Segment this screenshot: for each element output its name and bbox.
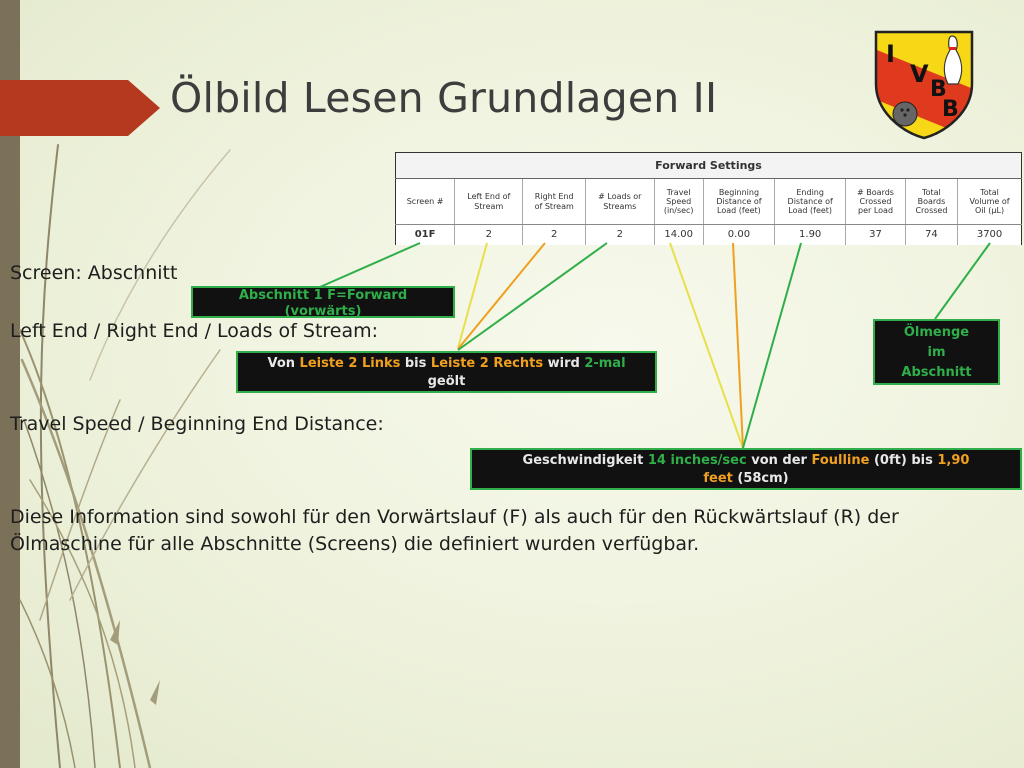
table-cell: 74 xyxy=(904,224,958,245)
table-cell: 3700 xyxy=(957,224,1022,245)
slide-title: Ölbild Lesen Grundlagen II xyxy=(170,74,718,122)
callout-geschwindigkeit: Geschwindigkeit 14 inches/sec von der Fo… xyxy=(470,448,1022,490)
table-cell: 2 xyxy=(585,224,655,245)
left-accent-bar xyxy=(0,0,20,768)
callout-abschnitt: Abschnitt 1 F=Forward (vorwärts) xyxy=(191,286,455,318)
table-cell: 01F xyxy=(394,224,455,245)
table-cell: 14.00 xyxy=(653,224,704,245)
table-cell: 1.90 xyxy=(774,224,846,245)
title-arrow-shape xyxy=(0,80,160,136)
svg-text:I: I xyxy=(886,40,895,68)
ivbb-logo: I V B B xyxy=(874,30,974,140)
table-cell: 0.00 xyxy=(702,224,775,245)
table-cell: 2 xyxy=(522,224,586,245)
left-end-label: Left End / Right End / Loads of Stream: xyxy=(10,320,379,342)
svg-text:B: B xyxy=(942,97,959,122)
svg-text:B: B xyxy=(930,77,947,102)
table-cell: 2 xyxy=(454,224,523,245)
callout-leiste: Von Leiste 2 Links bis Leiste 2 Rechts w… xyxy=(236,351,657,393)
table-title: Forward Settings xyxy=(395,152,1022,179)
table-cell: 37 xyxy=(845,224,906,245)
table-header-cell: Screen # xyxy=(394,178,455,225)
info-paragraph: Diese Information sind sowohl für den Vo… xyxy=(10,506,899,555)
screen-label: Screen: Abschnitt xyxy=(10,262,178,284)
travel-speed-label: Travel Speed / Beginning End Distance: xyxy=(10,413,384,435)
svg-text:V: V xyxy=(910,60,929,88)
callout-oelmenge: Ölmenge im Abschnitt xyxy=(873,319,1000,385)
